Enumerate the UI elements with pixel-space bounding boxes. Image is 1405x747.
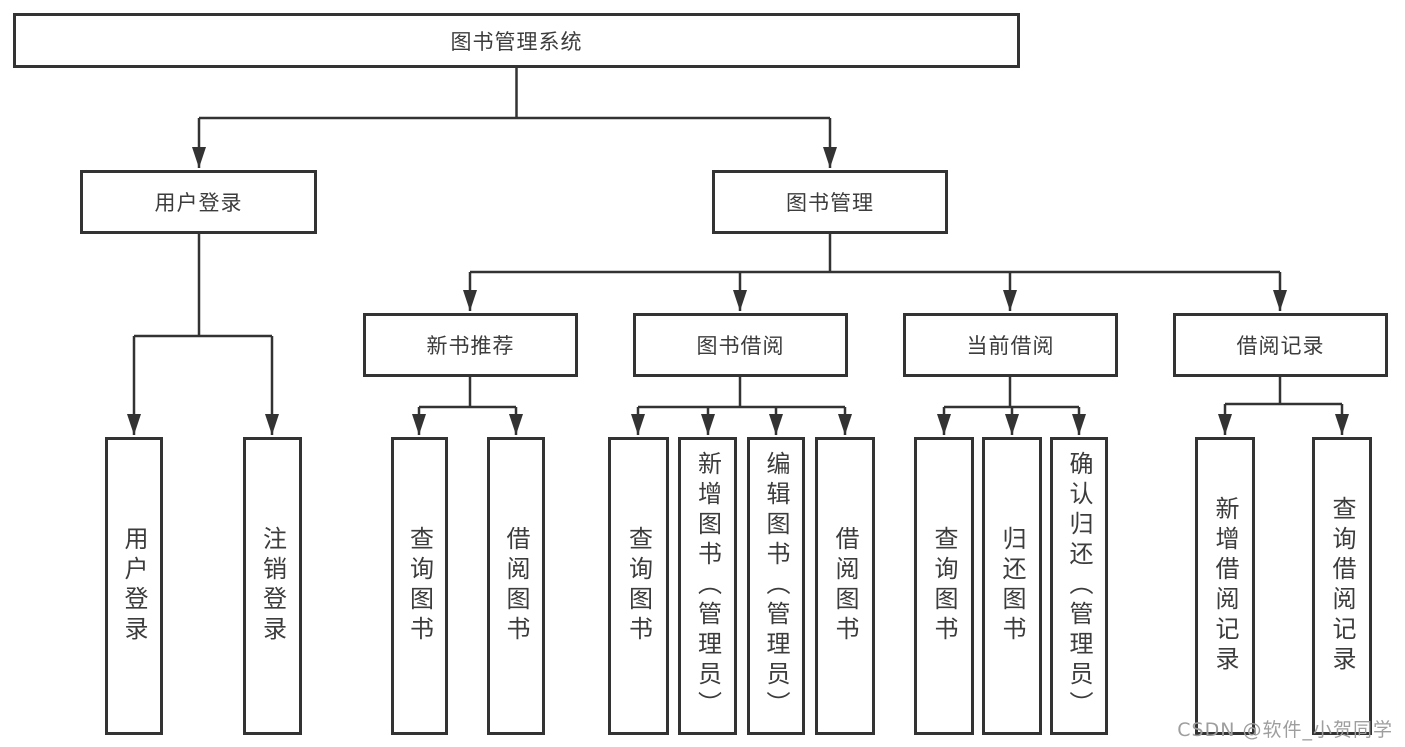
leaf-return-books-label: 归还图书: [998, 526, 1026, 646]
leaf-borrow-books: 借阅图书: [815, 437, 875, 735]
csdn-watermark: CSDN @软件_小贺同学: [1177, 719, 1393, 741]
leaf-user-login-label: 用户登录: [120, 526, 148, 646]
leaf-confirm-return-admin: 确认归还（管理员）: [1050, 437, 1108, 735]
leaf-add-borrow-record-label: 新增借阅记录: [1211, 496, 1239, 676]
node-current-borrow: 当前借阅: [903, 313, 1118, 377]
leaf-query-borrow-record-label: 查询借阅记录: [1328, 496, 1356, 676]
leaf-user-login: 用户登录: [105, 437, 163, 735]
leaf-query-books-recommend: 查询图书: [391, 437, 448, 735]
leaf-confirm-return-admin-label: 确认归还（管理员）: [1065, 451, 1093, 721]
leaf-borrow-books-label: 借阅图书: [831, 526, 859, 646]
leaf-borrow-books-recommend: 借阅图书: [487, 437, 545, 735]
leaf-edit-books-admin: 编辑图书（管理员）: [747, 437, 805, 735]
leaf-query-books-recommend-label: 查询图书: [405, 526, 434, 646]
leaf-edit-books-admin-label: 编辑图书（管理员）: [762, 451, 790, 721]
node-book-borrow: 图书借阅: [633, 313, 848, 377]
node-book-borrow-label: 图书借阅: [696, 334, 785, 358]
node-library-system: 图书管理系统: [13, 13, 1020, 68]
leaf-logout-login-label: 注销登录: [258, 526, 287, 646]
leaf-query-borrow-record: 查询借阅记录: [1312, 437, 1372, 735]
leaf-borrow-books-recommend-label: 借阅图书: [502, 526, 530, 646]
node-borrow-records: 借阅记录: [1173, 313, 1388, 377]
leaf-query-books-current-label: 查询图书: [930, 526, 958, 646]
node-book-management-label: 图书管理: [786, 191, 874, 215]
node-new-book-recommend-label: 新书推荐: [426, 334, 515, 358]
leaf-query-books-borrow-label: 查询图书: [624, 526, 653, 646]
node-user-login-label: 用户登录: [154, 191, 243, 215]
leaf-query-books-borrow: 查询图书: [608, 437, 669, 735]
leaf-add-books-admin-label: 新增图书（管理员）: [693, 451, 722, 721]
node-user-login: 用户登录: [80, 170, 317, 234]
node-borrow-records-label: 借阅记录: [1236, 334, 1325, 358]
leaf-add-books-admin: 新增图书（管理员）: [678, 437, 737, 735]
leaf-logout-login: 注销登录: [243, 437, 302, 735]
node-library-system-label: 图书管理系统: [450, 29, 583, 54]
leaf-query-books-current: 查询图书: [914, 437, 974, 735]
leaf-add-borrow-record: 新增借阅记录: [1195, 437, 1255, 735]
node-current-borrow-label: 当前借阅: [966, 334, 1055, 358]
node-new-book-recommend: 新书推荐: [363, 313, 578, 377]
leaf-return-books: 归还图书: [982, 437, 1042, 735]
node-book-management: 图书管理: [712, 170, 948, 234]
